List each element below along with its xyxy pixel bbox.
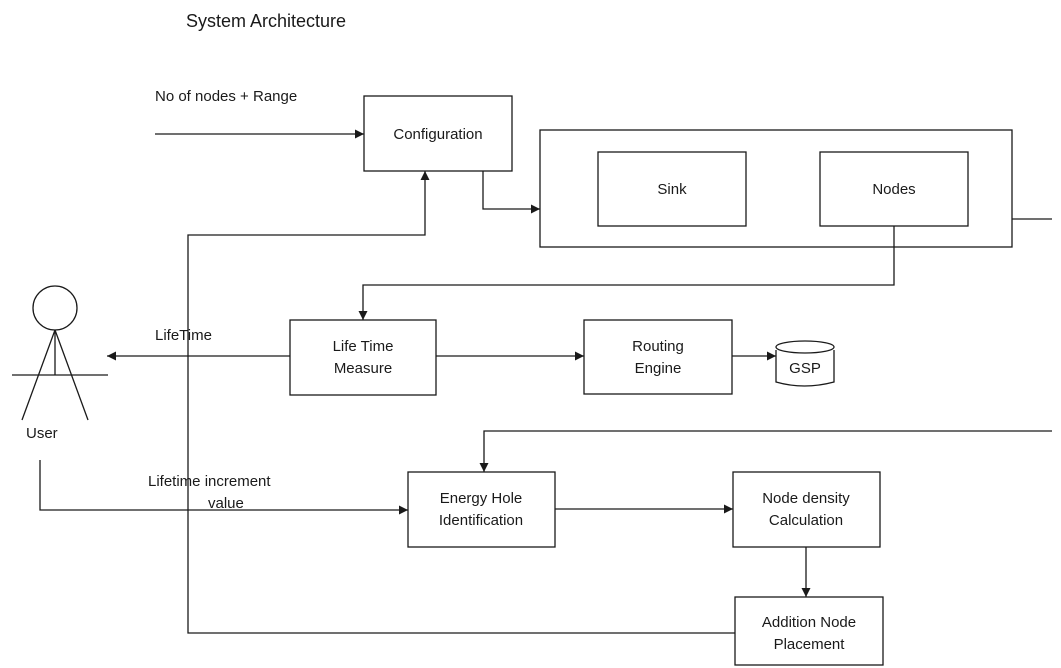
user-label: User <box>26 425 58 442</box>
node-density-label-1: Node density <box>762 490 850 507</box>
network-to-energy-hole-arrow <box>479 430 1052 472</box>
config-to-network-arrow <box>482 171 540 214</box>
lifetime-measure-label-2: Measure <box>334 360 392 377</box>
addition-node-label-2: Placement <box>774 636 846 653</box>
energy-hole-box <box>407 471 556 548</box>
routing-engine-label-1: Routing <box>632 338 684 355</box>
increment-label-2: value <box>208 495 244 512</box>
configuration-label: Configuration <box>393 126 482 143</box>
increment-label-1: Lifetime increment <box>148 473 271 490</box>
node-density-box <box>732 471 881 548</box>
addition-to-config-feedback-arrow <box>187 171 735 634</box>
diagram-title: System Architecture <box>186 11 346 31</box>
addition-node-box <box>734 596 884 666</box>
sink-label: Sink <box>657 181 687 198</box>
routing-engine-label-2: Engine <box>635 360 682 377</box>
energy-hole-label-2: Identification <box>439 512 523 529</box>
node-density-label-2: Calculation <box>769 512 843 529</box>
nodes-to-lifetime-arrow <box>358 226 895 320</box>
lifetime-measure-box <box>289 319 437 396</box>
nodes-label: Nodes <box>872 181 915 198</box>
gsp-database-icon <box>775 340 835 387</box>
sink-box <box>597 151 747 227</box>
nodes-box <box>819 151 969 227</box>
addition-node-label-1: Addition Node <box>762 614 856 631</box>
configuration-box <box>363 95 513 172</box>
user-to-energy-hole-arrow <box>39 460 408 515</box>
lifetime-measure-label-1: Life Time <box>333 338 394 355</box>
user-actor-icon <box>12 285 108 421</box>
gsp-label: GSP <box>789 360 821 377</box>
energy-hole-label-1: Energy Hole <box>440 490 523 507</box>
routing-engine-box <box>583 319 733 395</box>
config-input-label: No of nodes + Range <box>155 88 297 105</box>
lifetime-output-label: LifeTime <box>155 327 212 344</box>
